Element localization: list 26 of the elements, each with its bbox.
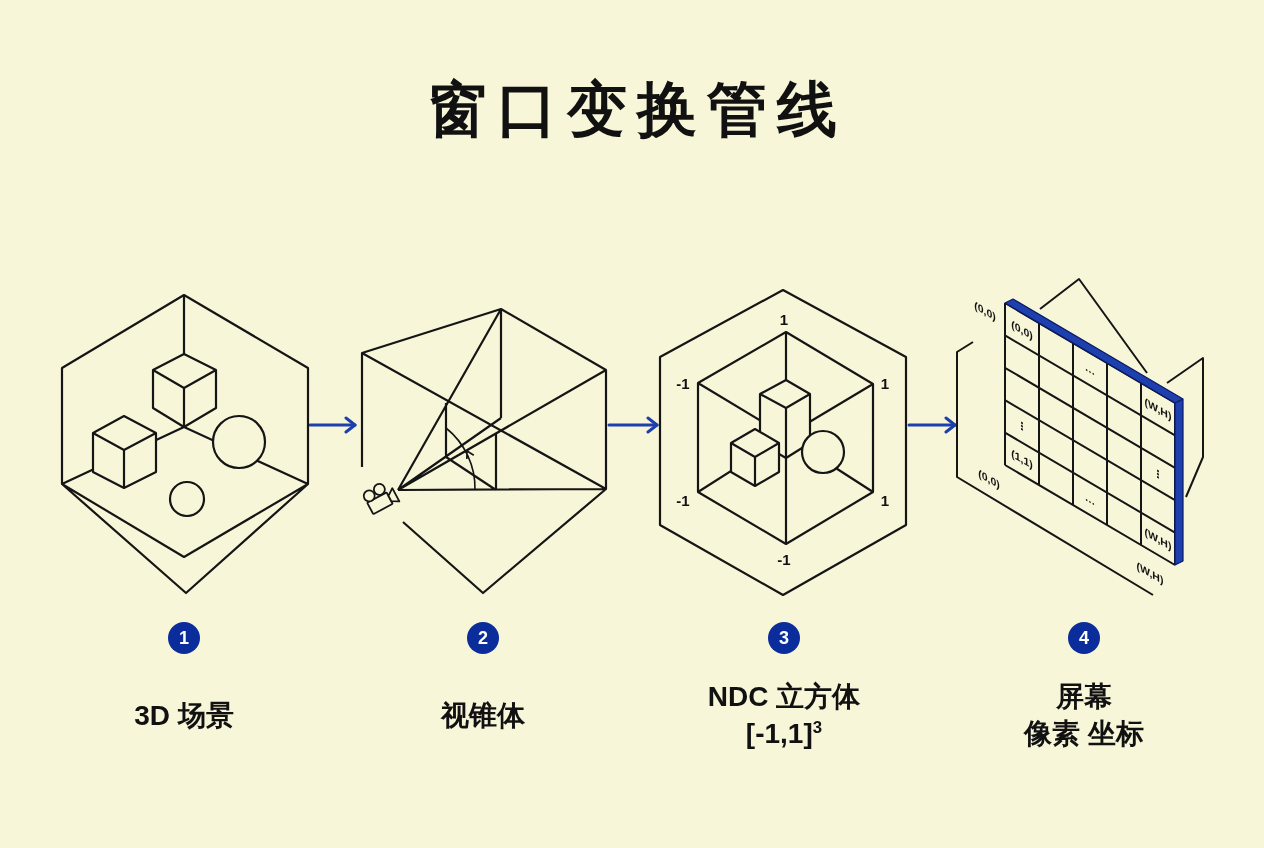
step-caption: 屏幕像素 坐标 bbox=[1024, 680, 1144, 751]
coordinate-label: (1,1) bbox=[1011, 447, 1033, 471]
axis-label: 1 bbox=[880, 492, 890, 508]
step-number: 3 bbox=[768, 622, 800, 654]
arrow bbox=[308, 416, 357, 434]
arrow bbox=[907, 416, 957, 434]
title: 窗口变换管线 bbox=[426, 75, 847, 145]
step-number: 2 bbox=[467, 622, 499, 654]
coordinate-label: (0,0) bbox=[978, 467, 1000, 491]
axis-label: 1 bbox=[880, 375, 890, 391]
axis-label: -1 bbox=[676, 375, 690, 391]
axis-label: 1 bbox=[779, 311, 789, 327]
step-caption: NDC 立方体 [-1,1]$^{3}$ bbox=[707, 680, 861, 751]
coordinate-label: (0,0) bbox=[974, 299, 996, 323]
step-caption: 视锥体 bbox=[441, 698, 525, 733]
step-number: 4 bbox=[1068, 622, 1100, 654]
axis-label: -1 bbox=[676, 492, 690, 508]
ellipsis-text: … bbox=[1084, 490, 1096, 508]
ellipsis-text: ⋮ bbox=[1152, 465, 1164, 483]
step-caption: 3D 场景 bbox=[134, 698, 234, 733]
axis-label: -1 bbox=[777, 551, 791, 567]
ellipsis-text: … bbox=[1084, 360, 1096, 378]
step-number: 1 bbox=[168, 622, 200, 654]
coordinate-label: (0,0) bbox=[1011, 318, 1033, 342]
ellipsis-text: ⋮ bbox=[1016, 417, 1028, 435]
arrow bbox=[607, 416, 659, 434]
